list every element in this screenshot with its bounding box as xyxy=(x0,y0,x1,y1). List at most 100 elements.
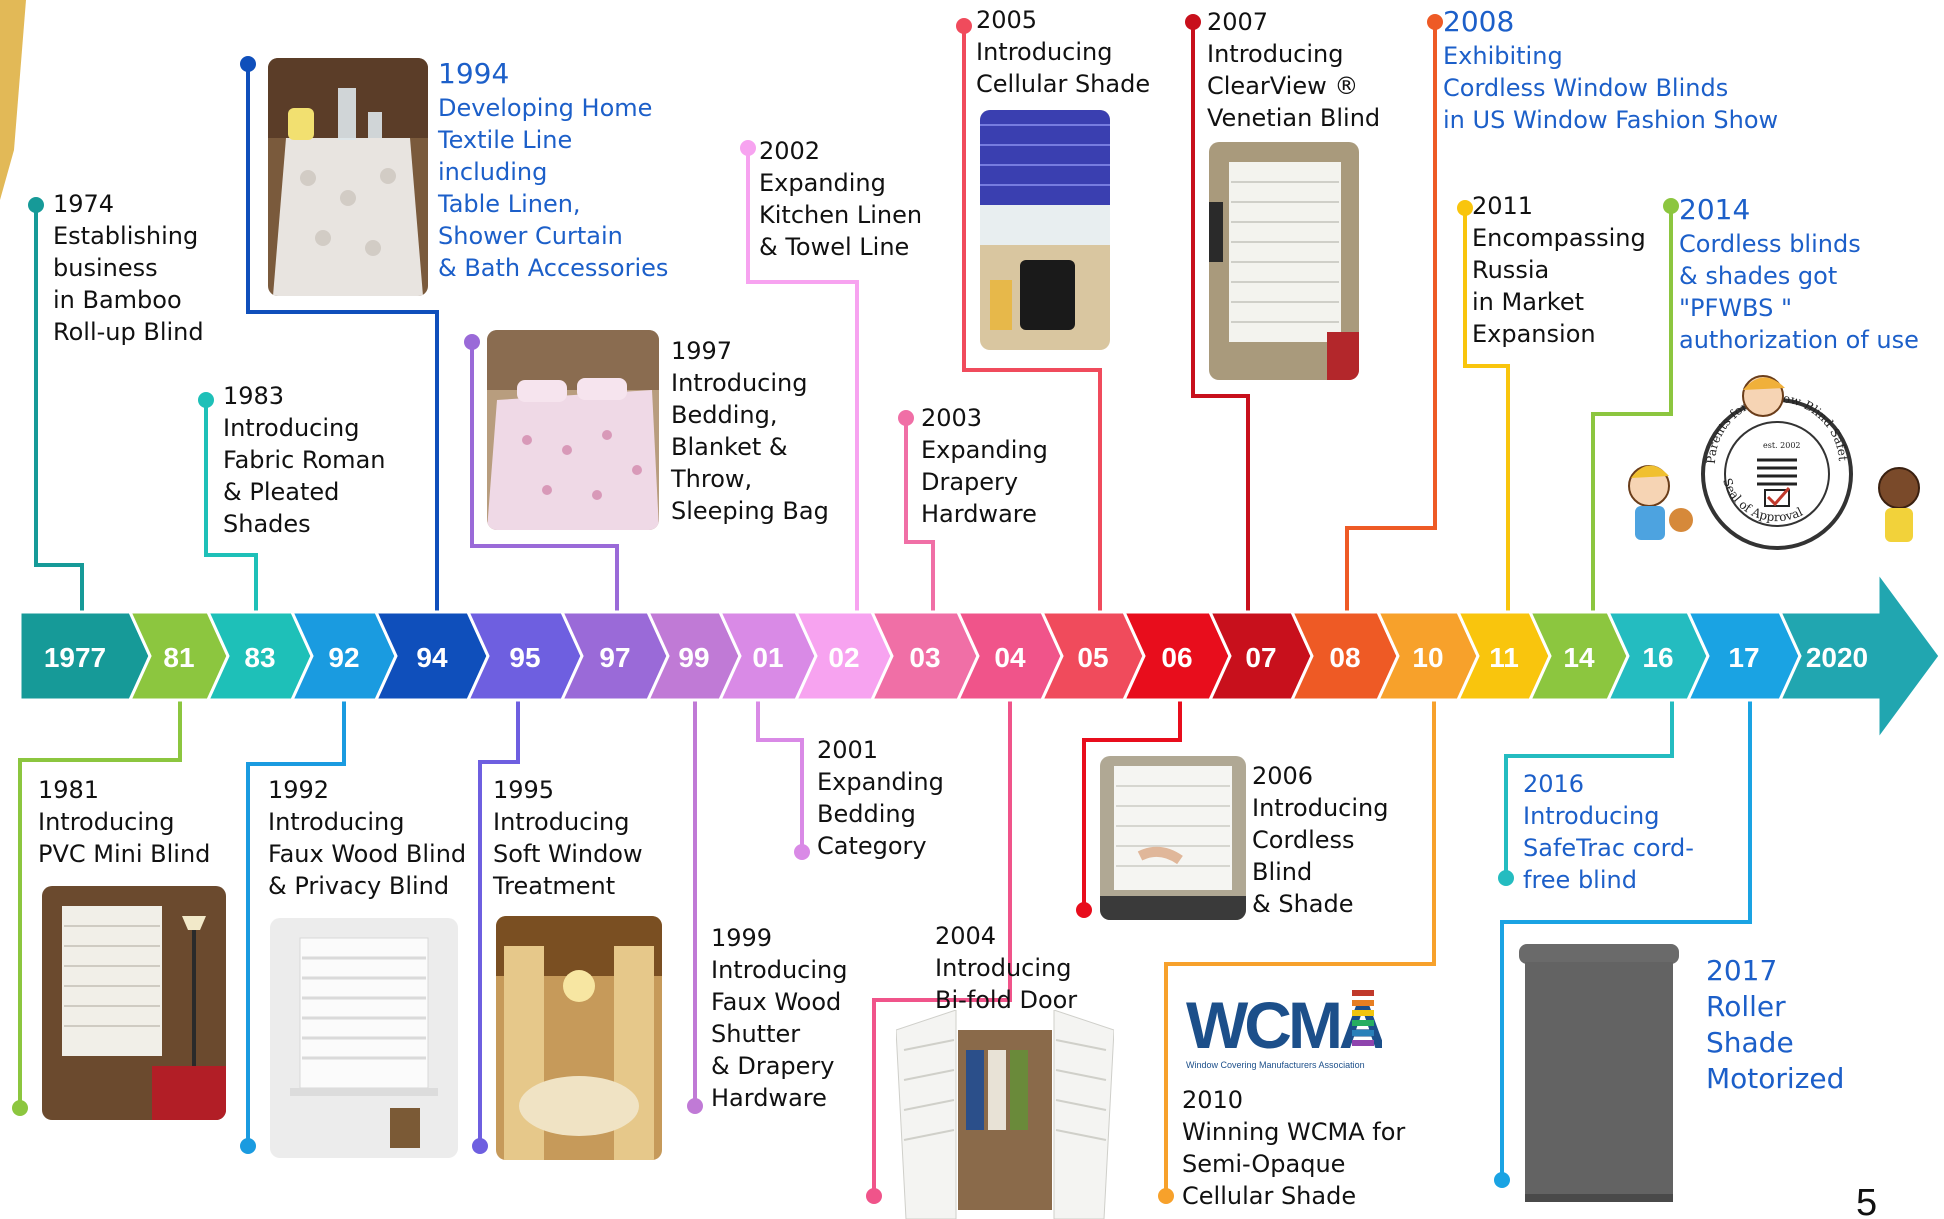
photo-pvc-mini-blind xyxy=(42,886,226,1120)
connector-line xyxy=(18,700,182,1108)
photo-faux-wood-blind xyxy=(270,918,458,1158)
timeline-year-label: 04 xyxy=(994,642,1026,673)
timeline-segment xyxy=(1777,567,1942,745)
timeline-year-label: 97 xyxy=(599,642,630,673)
photo-roller-shade xyxy=(1515,942,1683,1204)
cartoon-boy-icon xyxy=(1628,465,1693,540)
connector-dot xyxy=(472,1138,488,1154)
connector-line xyxy=(1345,22,1437,612)
connector-line xyxy=(34,205,84,612)
connector-line xyxy=(904,418,935,612)
connector-line xyxy=(962,26,1102,612)
timeline-year-label: 94 xyxy=(416,642,448,673)
connector-dot xyxy=(1494,1172,1510,1188)
connector-dot xyxy=(794,844,810,860)
seal-est: est. 2002 xyxy=(1763,441,1801,450)
event-year: 1994 xyxy=(438,57,510,90)
connector-line xyxy=(746,148,859,612)
connector-dot xyxy=(1076,902,1092,918)
connector-dot xyxy=(240,56,256,72)
timeline-year-label: 01 xyxy=(752,642,783,673)
event-year: 2003 xyxy=(921,404,983,432)
connector-dot xyxy=(240,1138,256,1154)
event-2014: 2014 Cordless blinds& shades got"PFWBS "… xyxy=(1679,193,1919,354)
timeline-year-label: 83 xyxy=(244,642,275,673)
photo-cellular-shade xyxy=(980,110,1110,350)
connector-dot xyxy=(1457,200,1473,216)
timeline-year-label: 2020 xyxy=(1806,642,1868,673)
photo-soft-window-treatment xyxy=(496,916,662,1160)
timeline-year-label: 11 xyxy=(1489,642,1519,673)
timeline-year-label: 17 xyxy=(1728,642,1759,673)
corner-accent xyxy=(0,0,26,200)
connector-line xyxy=(1591,206,1673,612)
connector-line xyxy=(246,700,346,1146)
connector-line xyxy=(1082,700,1182,910)
event-year: 1983 xyxy=(223,382,285,410)
event-year: 2001 xyxy=(817,736,879,764)
timeline-year-label: 95 xyxy=(509,642,540,673)
wcma-caption: Window Covering Manufacturers Associatio… xyxy=(1186,1060,1365,1070)
connector-line xyxy=(204,400,258,612)
connector-line xyxy=(246,64,439,612)
connector-line xyxy=(1191,22,1250,612)
connector-dot xyxy=(866,1188,882,1204)
connector-dot xyxy=(687,1098,703,1114)
connector-dot xyxy=(12,1100,28,1116)
connector-dot xyxy=(1427,14,1443,30)
event-year: 2016 xyxy=(1523,770,1585,798)
event-year: 2010 xyxy=(1182,1086,1244,1114)
connector-dot xyxy=(1498,870,1514,886)
connector-dot xyxy=(198,392,214,408)
timeline-year-label: 07 xyxy=(1245,642,1276,673)
event-year: 2005 xyxy=(976,6,1038,34)
wcma-logo: WCMA Window Covering Manufacturers Assoc… xyxy=(1186,986,1389,1076)
connector-dot xyxy=(740,140,756,156)
timeline-year-label: 92 xyxy=(328,642,359,673)
cartoon-kid-icon xyxy=(1878,467,1920,542)
connector-line xyxy=(1164,700,1436,1196)
timeline-year-label: 06 xyxy=(1161,642,1192,673)
connector-dot xyxy=(898,410,914,426)
page-number: 5 xyxy=(1856,1182,1878,1219)
event-year: 1992 xyxy=(268,776,330,804)
event-year: 2017 xyxy=(1706,954,1778,987)
timeline-year-label: 16 xyxy=(1642,642,1673,673)
event-year: 2006 xyxy=(1252,762,1314,790)
connector-dot xyxy=(1158,1188,1174,1204)
connector-dot xyxy=(28,197,44,213)
connector-dot xyxy=(956,18,972,34)
event-year: 1981 xyxy=(38,776,100,804)
connector-line xyxy=(872,700,1012,1196)
event-year: 1974 xyxy=(53,190,115,218)
photo-table-linen xyxy=(268,58,428,296)
photo-bedding xyxy=(487,330,659,530)
timeline-year-label: 08 xyxy=(1329,642,1360,673)
event-year: 1999 xyxy=(711,924,773,952)
timeline-year-label: 99 xyxy=(678,642,709,673)
timeline-year-label: 05 xyxy=(1077,642,1108,673)
event-year: 2002 xyxy=(759,137,821,165)
event-year: 2008 xyxy=(1443,5,1515,38)
timeline-year-label: 03 xyxy=(909,642,940,673)
timeline-year-label: 10 xyxy=(1412,642,1443,673)
